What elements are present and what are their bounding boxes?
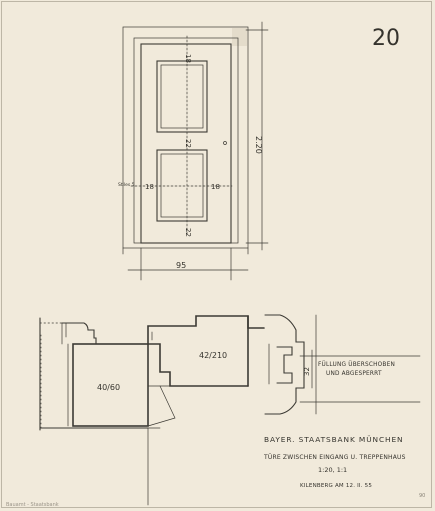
title-line-3: 1:20, 1:1 (318, 466, 347, 474)
dim-left-stile: 18 (145, 183, 154, 191)
dim-height: 2.20 (254, 136, 263, 154)
panel-note-1: FÜLLUNG ÜBERSCHOBEN (318, 361, 395, 368)
title-block: BAYER. STAATSBANK MÜNCHEN TÜRE ZWISCHEN … (263, 435, 406, 489)
title-line-2: TÜRE ZWISCHEN EINGANG U. TREPPENHAUS (263, 454, 406, 461)
dim-middle-rail: 22 (184, 139, 192, 148)
panel-section: 32 FÜLLUNG ÜBERSCHOBEN UND ABGESPERRT (264, 314, 421, 415)
leaf-section: 42/210 (147, 315, 265, 427)
stile-note: Stiles 5 (118, 182, 135, 188)
dim-top-rail: 18 (184, 54, 192, 63)
upper-panel-inner (160, 64, 204, 129)
door-leaf (140, 43, 232, 244)
sheet-number: 20 (372, 26, 400, 51)
title-line-1: BAYER. STAATSBANK MÜNCHEN (264, 435, 403, 444)
frame-section: 40/60 (39, 317, 161, 506)
lower-panel (156, 149, 208, 222)
panel-note-2: UND ABGESPERRT (326, 371, 382, 377)
upper-panel (156, 60, 208, 133)
casing-moulding (61, 322, 97, 345)
frame-block (72, 343, 149, 427)
sheet-stamp: Bauamt - Staatsbank (6, 502, 59, 508)
label-leaf-section: 42/210 (199, 351, 227, 360)
title-line-4: KILENBERG AM 12. II. 55 (300, 483, 372, 489)
leaf-top-profile (147, 315, 265, 345)
panel-profile (264, 314, 305, 415)
leaf-return (147, 385, 176, 427)
label-frame-section: 40/60 (97, 383, 120, 392)
dim-panel: 32 (303, 367, 311, 376)
dim-width: 95 (176, 261, 186, 270)
door-elevation: 18 22 22 18 18 Stiles 5 2.20 95 (118, 21, 269, 281)
door-handle (223, 141, 227, 145)
panel-groove (276, 346, 293, 384)
reveal-shade (232, 28, 247, 46)
lower-panel-inner (160, 153, 204, 218)
corner-mark: 90 (419, 493, 425, 499)
wall-opening (122, 26, 249, 249)
dim-bottom-rail: 22 (184, 228, 192, 237)
dim-right-stile: 18 (211, 183, 220, 191)
leaf-body (147, 343, 249, 387)
